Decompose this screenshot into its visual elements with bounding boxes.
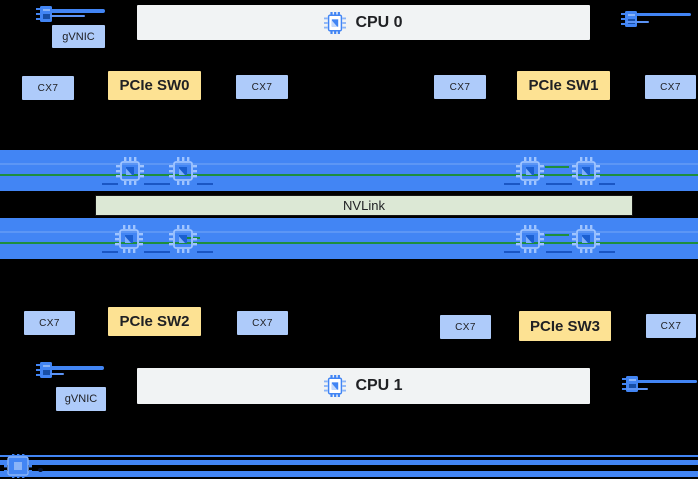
nic-port-icon [622,376,638,392]
nic-cx7-box: CX7 [237,311,288,335]
nvlink-line [0,242,698,244]
nic-cx7-box: CX7 [434,75,486,99]
pcie-link-stub [197,183,213,185]
cx7-label: CX7 [455,321,476,333]
network-bus-line [0,455,698,457]
nic-port-icon [36,362,52,378]
nic-cx7-box: CX7 [440,315,491,339]
gpu-chip-icon [572,225,600,253]
nvlink-label: NVLink [343,198,385,213]
nvlink-line [0,174,698,176]
nvlink-bar: NVLink [95,195,633,216]
pcie-link-stub [599,251,615,253]
cpu0-label: CPU 0 [355,13,403,31]
nvlink-stub [182,237,200,239]
cpu0-box: CPU 0 [137,5,590,40]
cx7-label: CX7 [449,81,471,93]
network-link-line [50,366,104,370]
cpu-chip-icon [324,375,347,397]
network-bus-line [0,460,698,465]
gpu-chip-icon [115,225,143,253]
cx7-label: CX7 [251,81,273,93]
nic-cx7-box: CX7 [646,314,696,338]
pcie-sw3-box: PCIe SW3 [519,311,611,341]
nvlink-stub [545,234,569,236]
pcie-link-stub [504,251,520,253]
network-link-line [636,13,691,16]
pcie-sw2-box: PCIe SW2 [108,307,201,336]
pcie-link-stub [504,183,520,185]
pcie-sw0-label: PCIe SW0 [119,77,190,94]
nic-port-icon [36,6,52,22]
network-chip-icon [4,454,32,478]
pcie-link-stub [599,183,615,185]
pcie-link-stub [546,251,572,253]
gvnic-box-bottom: gVNIC [56,387,106,411]
cx7-label: CX7 [37,82,59,94]
pcie-link-stub [144,251,170,253]
network-link-line [626,388,648,390]
pcie-link-stub [102,183,118,185]
gpu-chip-icon [116,157,144,185]
nic-cx7-box: CX7 [22,76,74,100]
network-bus-line [0,471,698,477]
network-link-line [626,21,649,23]
gvnic-box-top: gVNIC [52,25,105,48]
pcie-sw1-label: PCIe SW1 [528,77,599,94]
cx7-label: CX7 [660,320,682,332]
nic-cx7-box: CX7 [24,311,75,335]
cx7-label: CX7 [252,317,273,329]
gpu-link-line [0,231,698,233]
network-link-line [637,380,697,383]
gvnic-label: gVNIC [64,393,98,405]
cx7-label: CX7 [39,317,60,329]
gpu-chip-icon [572,157,600,185]
cx7-label: CX7 [660,81,681,93]
gpu-link-line [0,163,698,165]
bus-junction-dot [38,468,43,472]
gpu-row-bottom [0,218,698,259]
cpu1-label: CPU 1 [355,377,403,394]
network-link-line [50,9,105,13]
gpu-chip-icon [516,225,544,253]
gvnic-label: gVNIC [62,30,95,43]
pcie-link-stub [144,183,170,185]
pcie-sw2-label: PCIe SW2 [119,313,190,330]
gpu-chip-icon [169,157,197,185]
pcie-sw0-box: PCIe SW0 [108,71,201,100]
pcie-link-stub [102,251,118,253]
cpu-chip-icon [324,11,347,34]
gpu-chip-icon [169,225,197,253]
nvlink-stub [545,166,569,168]
nic-cx7-box: CX7 [236,75,288,99]
pcie-sw3-label: PCIe SW3 [529,317,601,335]
nic-cx7-box: CX7 [645,75,696,99]
gpu-chip-icon [516,157,544,185]
network-link-line [50,373,64,375]
gpu-row-top [0,150,698,191]
pcie-link-stub [197,251,213,253]
pcie-sw1-box: PCIe SW1 [517,71,610,100]
cpu1-box: CPU 1 [137,368,590,404]
network-link-line [50,15,85,17]
pcie-link-stub [546,183,572,185]
